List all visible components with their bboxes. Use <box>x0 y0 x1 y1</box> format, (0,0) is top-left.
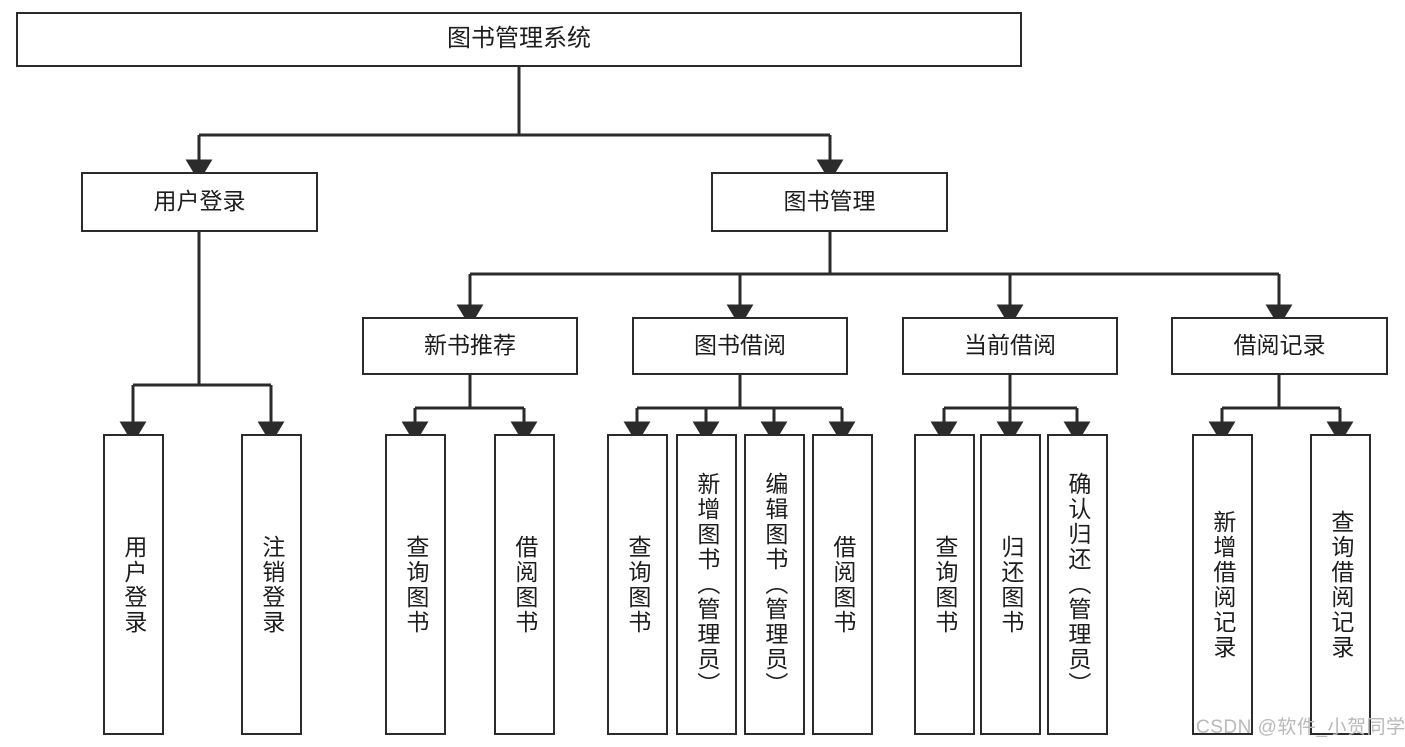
leaf-recommend-query-book[interactable]: 查询图书 <box>385 434 446 735</box>
node-label: 查询图书 <box>624 534 651 635</box>
watermark-text: CSDN @软件_小贺同学 <box>1196 717 1405 738</box>
leaf-user-logout[interactable]: 注销登录 <box>241 434 302 735</box>
node-label: 新增图书（管理员） <box>693 472 720 697</box>
node-book-borrow[interactable]: 图书借阅 <box>632 317 848 375</box>
leaf-current-confirm-return[interactable]: 确认归还（管理员） <box>1047 434 1108 735</box>
node-label: 编辑图书（管理员） <box>761 472 788 697</box>
node-label: 用户登录 <box>153 188 246 215</box>
node-label: 新书推荐 <box>424 332 516 359</box>
node-label: 图书管理系统 <box>447 25 591 53</box>
leaf-record-query[interactable]: 查询借阅记录 <box>1310 434 1371 735</box>
node-label: 借阅图书 <box>829 534 856 635</box>
node-label: 当前借阅 <box>964 332 1056 359</box>
leaf-current-return-book[interactable]: 归还图书 <box>980 434 1041 735</box>
node-new-book-recommend[interactable]: 新书推荐 <box>362 317 578 375</box>
node-book-management[interactable]: 图书管理 <box>711 172 948 232</box>
leaf-borrow-add-book[interactable]: 新增图书（管理员） <box>676 434 737 735</box>
node-label: 确认归还（管理员） <box>1064 472 1091 697</box>
node-borrow-record[interactable]: 借阅记录 <box>1171 317 1388 375</box>
node-label: 查询图书 <box>402 534 429 635</box>
leaf-borrow-borrow-book[interactable]: 借阅图书 <box>812 434 873 735</box>
node-label: 新增借阅记录 <box>1209 509 1236 660</box>
node-current-borrow[interactable]: 当前借阅 <box>902 317 1118 375</box>
node-label: 归还图书 <box>997 534 1024 635</box>
node-label: 图书借阅 <box>694 332 786 359</box>
node-label: 借阅图书 <box>511 534 538 635</box>
leaf-record-add[interactable]: 新增借阅记录 <box>1192 434 1253 735</box>
node-label: 图书管理 <box>783 188 876 215</box>
node-label: 借阅记录 <box>1233 332 1326 359</box>
leaf-borrow-query-book[interactable]: 查询图书 <box>607 434 668 735</box>
node-label: 注销登录 <box>258 534 285 635</box>
leaf-borrow-edit-book[interactable]: 编辑图书（管理员） <box>744 434 805 735</box>
node-root-system[interactable]: 图书管理系统 <box>16 12 1022 67</box>
node-label: 用户登录 <box>120 534 147 635</box>
node-label: 查询图书 <box>931 534 958 635</box>
leaf-user-login[interactable]: 用户登录 <box>103 434 164 735</box>
node-label: 查询借阅记录 <box>1327 509 1354 660</box>
leaf-current-query-book[interactable]: 查询图书 <box>914 434 975 735</box>
node-user-login[interactable]: 用户登录 <box>81 172 318 232</box>
leaf-recommend-borrow-book[interactable]: 借阅图书 <box>494 434 555 735</box>
